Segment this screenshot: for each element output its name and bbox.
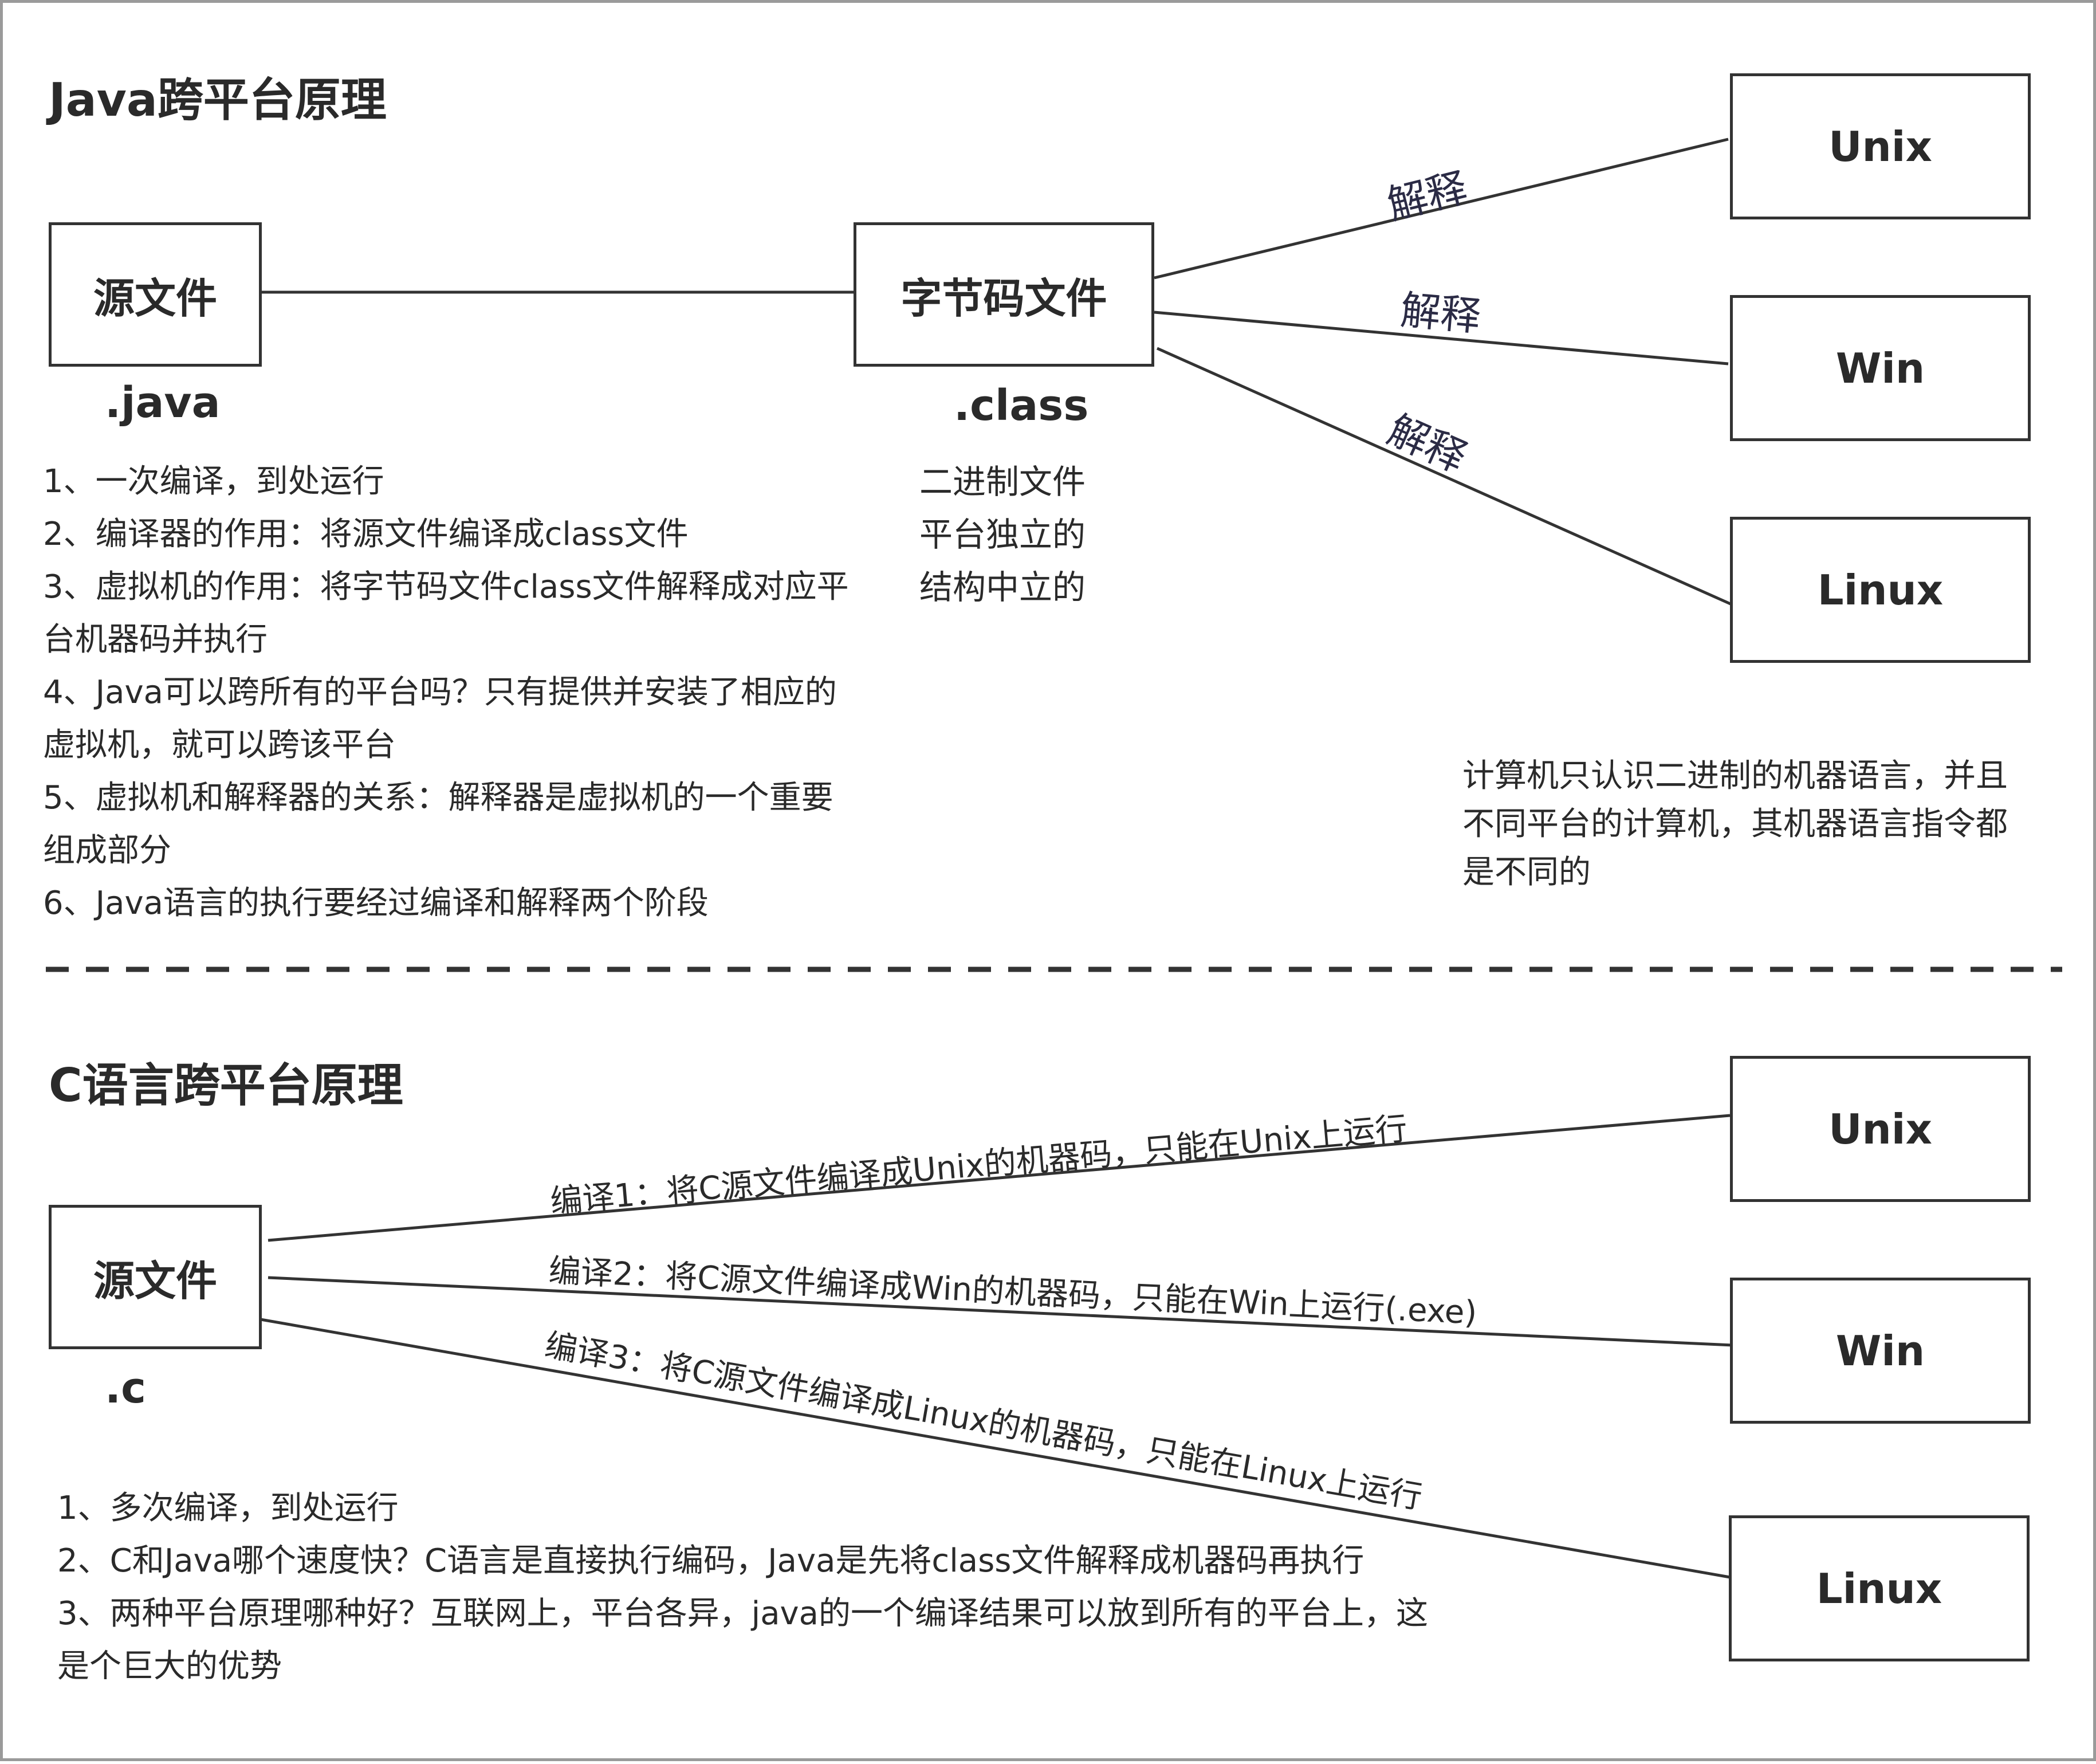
edge-bytecode-to-linux [1156, 347, 1733, 606]
c-notes: 1、多次编译，到处运行 2、C和Java哪个速度快？C语言是直接执行编码，Jav… [57, 1482, 1428, 1693]
java-note-line: 6、Java语言的执行要经过编译和解释两个阶段 [43, 885, 709, 922]
c-note-line: 2、C和Java哪个速度快？C语言是直接执行编码，Java是先将class文件解… [57, 1542, 1364, 1580]
edge-c-to-linux [260, 1318, 1731, 1579]
c-note-line: 3、两种平台原理哪种好？互联网上，平台各异，java的一个编译结果可以放到所有的… [57, 1595, 1428, 1632]
bytecode-properties: 二进制文件 平台独立的 结构中立的 [919, 455, 1086, 614]
edge-bytecode-to-unix [1154, 137, 1729, 280]
java-note-line: 1、一次编译，到处运行 [43, 463, 384, 500]
c-target-linux-box: Linux [1729, 1515, 2030, 1661]
java-note-line: 虚拟机，就可以跨该平台 [43, 726, 396, 764]
machine-language-note-line: 不同平台的计算机，其机器语言指令都 [1462, 806, 2008, 843]
c-source-file-box: 源文件 [49, 1205, 262, 1349]
java-note-line: 组成部分 [43, 832, 171, 869]
java-note-line: 3、虚拟机的作用：将字节码文件class文件解释成对应平 [43, 568, 849, 606]
java-target-unix-box: Unix [1730, 73, 2031, 219]
bytecode-property: 二进制文件 [919, 462, 1086, 501]
c-target-unix-box: Unix [1730, 1056, 2031, 1202]
c-note-line: 是个巨大的优势 [57, 1648, 282, 1685]
java-note-line: 4、Java可以跨所有的平台吗？只有提供并安装了相应的 [43, 674, 837, 711]
edge-bytecode-to-win [1154, 311, 1729, 366]
bytecode-property: 结构中立的 [919, 568, 1086, 607]
c-source-extension: .c [105, 1364, 146, 1413]
connector-layer [46, 137, 2062, 1579]
java-note-line: 5、虚拟机和解释器的关系：解释器是虚拟机的一个重要 [43, 779, 833, 816]
c-target-win-box: Win [1730, 1278, 2031, 1424]
java-source-file-box: 源文件 [49, 222, 262, 367]
bytecode-extension: .class [954, 381, 1089, 430]
machine-language-note-line: 是不同的 [1462, 854, 1591, 891]
bytecode-file-box: 字节码文件 [854, 222, 1154, 367]
bytecode-property: 平台独立的 [919, 515, 1086, 554]
c-note-line: 1、多次编译，到处运行 [57, 1490, 399, 1527]
java-target-linux-box: Linux [1730, 517, 2031, 663]
java-notes: 1、一次编译，到处运行 2、编译器的作用：将源文件编译成class文件 3、虚拟… [43, 455, 849, 930]
java-note-line: 2、编译器的作用：将源文件编译成class文件 [43, 516, 689, 553]
c-section-title: C语言跨平台原理 [49, 1059, 403, 1112]
java-note-line: 台机器码并执行 [43, 621, 268, 658]
java-source-extension: .java [105, 378, 221, 427]
machine-language-note: 计算机只认识二进制的机器语言，并且 不同平台的计算机，其机器语言指令都 是不同的 [1462, 752, 2008, 897]
edge-c-to-unix [268, 1114, 1731, 1242]
java-section-title: Java跨平台原理 [49, 73, 387, 127]
java-target-win-box: Win [1730, 295, 2031, 441]
edge-label-interpret-win: 解释 [1398, 286, 1483, 340]
edge-c-to-win [268, 1276, 1733, 1347]
machine-language-note-line: 计算机只认识二进制的机器语言，并且 [1462, 757, 2008, 795]
